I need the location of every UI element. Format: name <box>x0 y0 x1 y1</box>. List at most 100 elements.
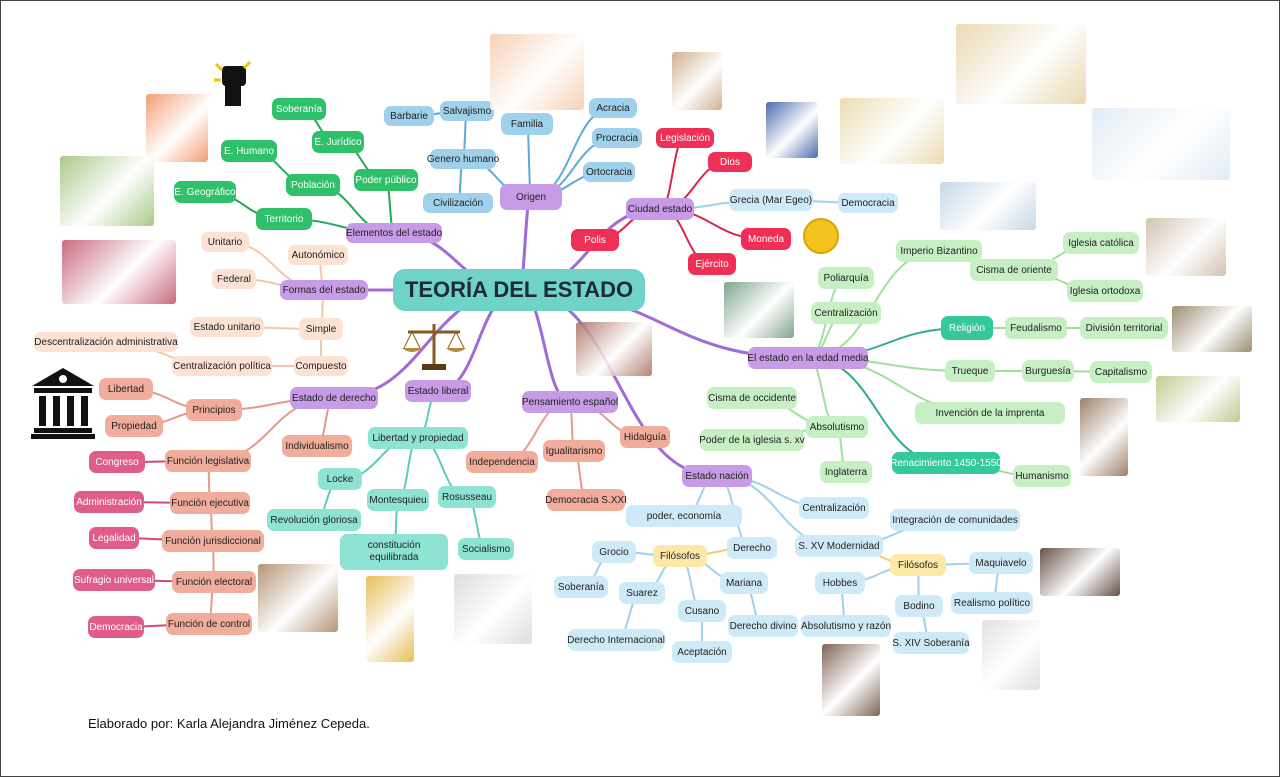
raised-fist-icon <box>212 58 254 110</box>
node-fcontrol: Función de control <box>166 613 252 635</box>
medieval-battle-painting <box>576 322 652 376</box>
node-unitario: Unitario <box>201 232 249 252</box>
node-congreso: Congreso <box>89 451 145 473</box>
node-procracia: Procracia <box>592 128 642 148</box>
node-humano: E. Humano <box>221 140 277 162</box>
node-ortodoxa: Iglesia ortodoxa <box>1067 280 1143 302</box>
author-credit: Elaborado por: Karla Alejandra Jiménez C… <box>88 716 370 731</box>
node-locke: Locke <box>318 468 362 490</box>
node-federal: Federal <box>212 269 256 289</box>
node-hidalguia: Hidalguía <box>620 426 670 448</box>
node-trueque: Trueque <box>945 360 995 382</box>
node-sxiv: S. XIV Soberanía <box>892 632 970 654</box>
node-fjurisdiccional: Función jurisdiccional <box>162 530 264 552</box>
node-socialismo: Socialismo <box>458 538 514 560</box>
node-democraciasxxi: Democracia S.XXI <box>545 489 627 511</box>
node-bizantino: Imperio Bizantino <box>896 240 982 262</box>
node-sufragio: Sufragio universal <box>73 569 155 591</box>
node-hobbes: Hobbes <box>815 572 865 594</box>
node-ejercito: Ejército <box>688 253 736 275</box>
node-dios: Dios <box>708 152 752 172</box>
node-centralizacion2: Centralización <box>799 497 869 519</box>
node-media: El estado en la edad media <box>747 347 869 369</box>
node-estadounitario: Estado unitario <box>190 317 264 337</box>
node-igualitarismo: Igualitarismo <box>543 440 605 462</box>
colorful-dots-map-image <box>1092 108 1230 180</box>
central-topic: TEORÍA DEL ESTADO <box>393 269 645 311</box>
node-integracion: Integración de comunidades <box>890 509 1020 531</box>
printing-press-painting <box>1080 398 1128 476</box>
node-cusano: Cusano <box>678 600 726 622</box>
node-absrazon: Absolutismo y razón <box>801 615 891 637</box>
flags-image <box>62 240 176 304</box>
node-religion: Religión <box>941 316 993 340</box>
node-bodino: Bodino <box>895 595 943 617</box>
bodin-portrait <box>982 620 1040 690</box>
gavel-sprout-image <box>366 576 414 662</box>
node-feudalismo: Feudalismo <box>1005 317 1067 339</box>
node-centralpol: Centralización política <box>172 356 272 376</box>
justice-world-map-image <box>956 24 1086 104</box>
revolution-painting <box>258 564 338 632</box>
node-soberania2: Soberanía <box>554 576 608 598</box>
node-catolica: Iglesia católica <box>1063 232 1139 254</box>
node-flegislativa: Función legislativa <box>165 450 251 472</box>
fist-chain-drawing <box>454 574 532 644</box>
node-simple: Simple <box>299 318 343 340</box>
people-crowd-illustration <box>146 94 208 162</box>
node-poder: Poder público <box>354 169 418 191</box>
node-sxv: S. XV Modernidad <box>795 535 883 557</box>
node-nacion: Estado nación <box>682 465 752 487</box>
node-capitalismo: Capitalismo <box>1090 361 1152 383</box>
node-cisma: Cisma de oriente <box>970 259 1058 281</box>
node-libertad: Libertad <box>99 378 153 400</box>
node-familia: Familia <box>501 113 553 135</box>
node-compuesto: Compuesto <box>294 356 348 376</box>
node-inglaterra: Inglaterra <box>820 461 872 483</box>
node-legalidad: Legalidad <box>89 527 139 549</box>
node-maquiavelo: Maquiavelo <box>969 552 1033 574</box>
coin-icon <box>803 218 839 254</box>
node-derechointl: Derecho Internacional <box>567 629 665 651</box>
gavel-figure-illustration <box>672 52 722 110</box>
node-podereco: poder, economía <box>626 505 742 527</box>
node-elementos: Elementos del estado <box>346 223 442 243</box>
node-derecho: Estado de derecho <box>290 387 378 409</box>
node-aceptacion: Aceptación <box>672 641 732 663</box>
scales-of-justice-icon <box>400 320 468 372</box>
node-derechodivino: Derecho divino <box>728 615 798 637</box>
hobbes-portrait <box>822 644 880 716</box>
node-centralizacion1: Centralización <box>811 302 881 324</box>
machiavelli-portrait <box>1040 548 1120 596</box>
node-acracia: Acracia <box>589 98 637 118</box>
node-humanismo: Humanismo <box>1013 465 1071 487</box>
religion-symbols-image <box>766 102 818 158</box>
node-democracia2: Democracia <box>88 616 144 638</box>
node-polis: Polis <box>571 229 619 251</box>
node-origen: Origen <box>500 184 562 210</box>
node-salvajismo: Salvajismo <box>440 101 494 121</box>
node-cismaoccidente: Cisma de occidente <box>707 387 797 409</box>
node-derecho2: Derecho <box>727 537 777 559</box>
node-libprop: Libertad y propiedad <box>368 427 468 449</box>
node-moneda: Moneda <box>741 228 791 250</box>
protest-signs-illustration <box>840 98 944 164</box>
node-ciudad: Ciudad estado <box>626 198 694 220</box>
node-filosofos2: Filósofos <box>890 554 946 576</box>
node-imprenta: Invención de la imprenta <box>915 402 1065 424</box>
node-individualismo: Individualismo <box>282 435 352 457</box>
node-poblacion: Población <box>286 174 340 196</box>
node-poliarquia: Poliarquía <box>818 267 874 289</box>
market-painting <box>1156 376 1240 422</box>
mexico-map-image <box>60 156 154 226</box>
node-administracion: Administración <box>74 491 144 513</box>
node-montesquieu: Montesquieu <box>367 489 429 511</box>
node-territorio: Territorio <box>256 208 312 230</box>
node-filosofos1: Filósofos <box>653 545 707 567</box>
node-rosusseau: Rosusseau <box>438 486 496 508</box>
node-divterritorial: División territorial <box>1080 317 1168 339</box>
node-suarez: Suarez <box>619 582 665 604</box>
family-illustration <box>490 34 584 110</box>
node-juridico: E. Jurídico <box>312 131 364 153</box>
node-ortocracia: Ortocracia <box>583 162 635 182</box>
